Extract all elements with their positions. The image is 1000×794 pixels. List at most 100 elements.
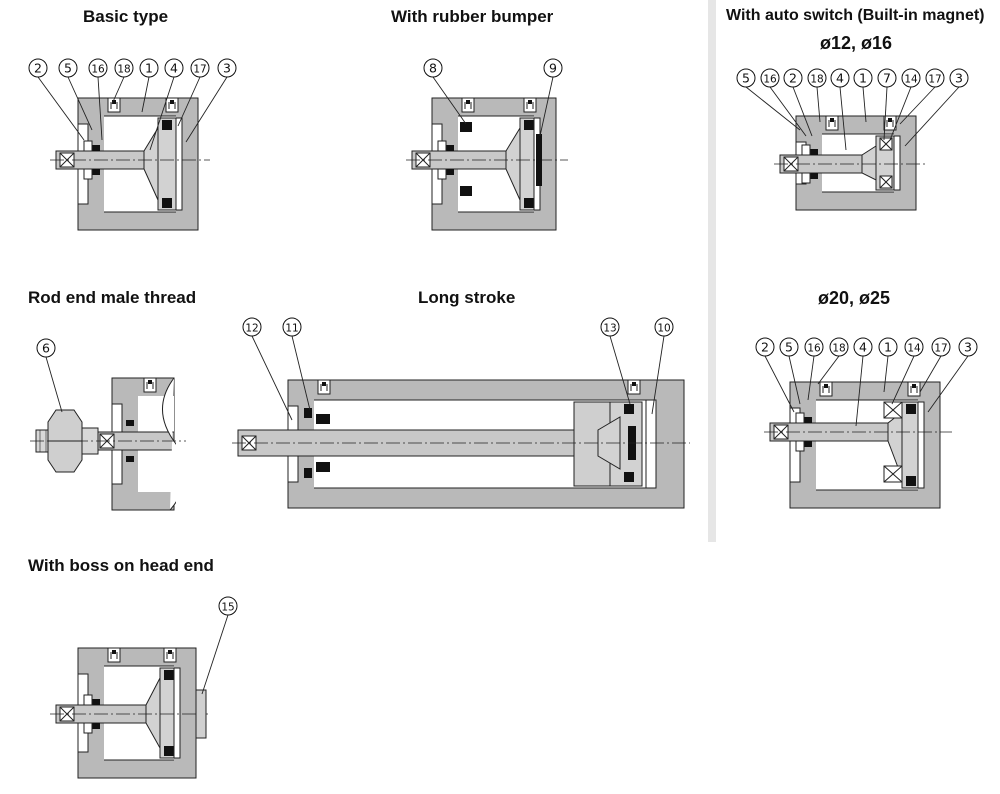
callout-number: 14 <box>907 343 921 355</box>
rod-seal <box>92 145 100 151</box>
callout-number: 8 <box>429 61 437 76</box>
callout-18: 18 <box>111 58 134 105</box>
callout-2: 2 <box>755 337 795 413</box>
port-head-side <box>627 379 641 395</box>
port-rod-side <box>107 647 121 663</box>
callout-15: 15 <box>201 596 238 695</box>
leader-line <box>927 355 969 413</box>
callout-circle <box>282 317 302 337</box>
callout-number: 3 <box>955 71 963 86</box>
callout-number: 18 <box>117 64 130 76</box>
head-cover <box>917 401 925 489</box>
callout-number: 2 <box>34 61 42 76</box>
callout-circle <box>218 596 238 616</box>
callout-number: 3 <box>964 340 972 355</box>
leader-line <box>609 335 631 405</box>
leader-line <box>904 86 960 147</box>
callout-16: 16 <box>88 58 108 141</box>
head-cover <box>893 135 901 191</box>
cylinder-rubber-bumper <box>406 97 568 231</box>
callout-circle <box>783 68 803 88</box>
callout-13: 13 <box>600 317 631 405</box>
callout-number: 16 <box>91 64 105 76</box>
callout-circle <box>958 337 978 357</box>
title-auto-switch: With auto switch (Built-in magnet) <box>726 7 985 24</box>
port-rod-side <box>107 97 121 113</box>
bushing <box>83 140 93 152</box>
callout-number: 5 <box>742 71 750 86</box>
callout-4: 4 <box>830 68 850 151</box>
head-cover <box>173 667 181 759</box>
rod-seal <box>92 699 100 705</box>
port-head-side <box>883 115 897 131</box>
leader-line <box>769 86 807 137</box>
cylinder-boss-head-end <box>50 647 208 779</box>
callout-11: 11 <box>282 317 311 411</box>
rubber-bumper <box>460 122 472 132</box>
callout-number: 4 <box>859 340 867 355</box>
callout-14: 14 <box>889 68 921 141</box>
leader-line <box>141 76 150 113</box>
piston-seal <box>164 746 174 756</box>
leader-line <box>817 355 840 385</box>
leader-line <box>855 355 864 427</box>
port-rod-side <box>825 115 839 131</box>
bushing <box>795 440 805 452</box>
callout-number: 17 <box>934 343 947 355</box>
callout-number: 11 <box>285 323 298 335</box>
leader-line <box>862 86 867 123</box>
callout-16: 16 <box>804 337 824 401</box>
rod-seal <box>446 145 454 151</box>
callout-circle <box>760 68 780 88</box>
callout-number: 1 <box>859 71 867 86</box>
callout-circle <box>736 68 756 88</box>
bushing <box>304 468 312 478</box>
callout-circle <box>114 58 134 78</box>
rod-seal <box>810 149 818 155</box>
callout-circle <box>36 338 56 358</box>
rod-seal <box>316 462 330 472</box>
leader-line <box>111 76 125 105</box>
callout-5: 5 <box>736 68 801 131</box>
bushing <box>801 172 811 184</box>
callout-4: 4 <box>149 58 184 151</box>
callout-number: 18 <box>810 74 823 86</box>
callout-number: 2 <box>789 71 797 86</box>
leader-line <box>839 86 847 151</box>
head-boss <box>195 689 207 739</box>
cylinder-basic-type <box>50 97 210 231</box>
callout-circle <box>423 58 443 78</box>
magnet <box>883 401 903 419</box>
callouts-boss-head-end: 15 <box>201 596 238 695</box>
panel-divider <box>708 0 716 542</box>
callout-circle <box>925 68 945 88</box>
callout-number: 3 <box>223 61 231 76</box>
leader-line <box>889 86 912 141</box>
title-rod-end-male-thread: Rod end male thread <box>28 288 197 307</box>
leader-line <box>177 76 201 127</box>
port-rod-side <box>819 381 833 397</box>
piston-seal <box>906 476 916 486</box>
callout-circle <box>878 337 898 357</box>
rod-seal <box>92 169 100 175</box>
leader-line <box>792 86 813 137</box>
piston-seal <box>624 472 634 482</box>
callout-number: 10 <box>657 323 670 335</box>
title-rubber-bumper: With rubber bumper <box>391 7 554 26</box>
callout-circle <box>190 58 210 78</box>
callout-16: 16 <box>760 68 807 137</box>
bushing <box>437 140 447 152</box>
callout-1: 1 <box>878 337 898 393</box>
callout-1: 1 <box>139 58 159 113</box>
callout-circle <box>543 58 563 78</box>
callout-circle <box>830 68 850 88</box>
bushing <box>304 408 312 418</box>
callout-17: 17 <box>177 58 210 127</box>
port-head-side <box>523 97 537 113</box>
leader-line <box>891 355 915 405</box>
piston-taper <box>145 677 161 750</box>
callout-circle <box>853 68 873 88</box>
rod-seal <box>446 169 454 175</box>
callout-5: 5 <box>779 337 801 405</box>
